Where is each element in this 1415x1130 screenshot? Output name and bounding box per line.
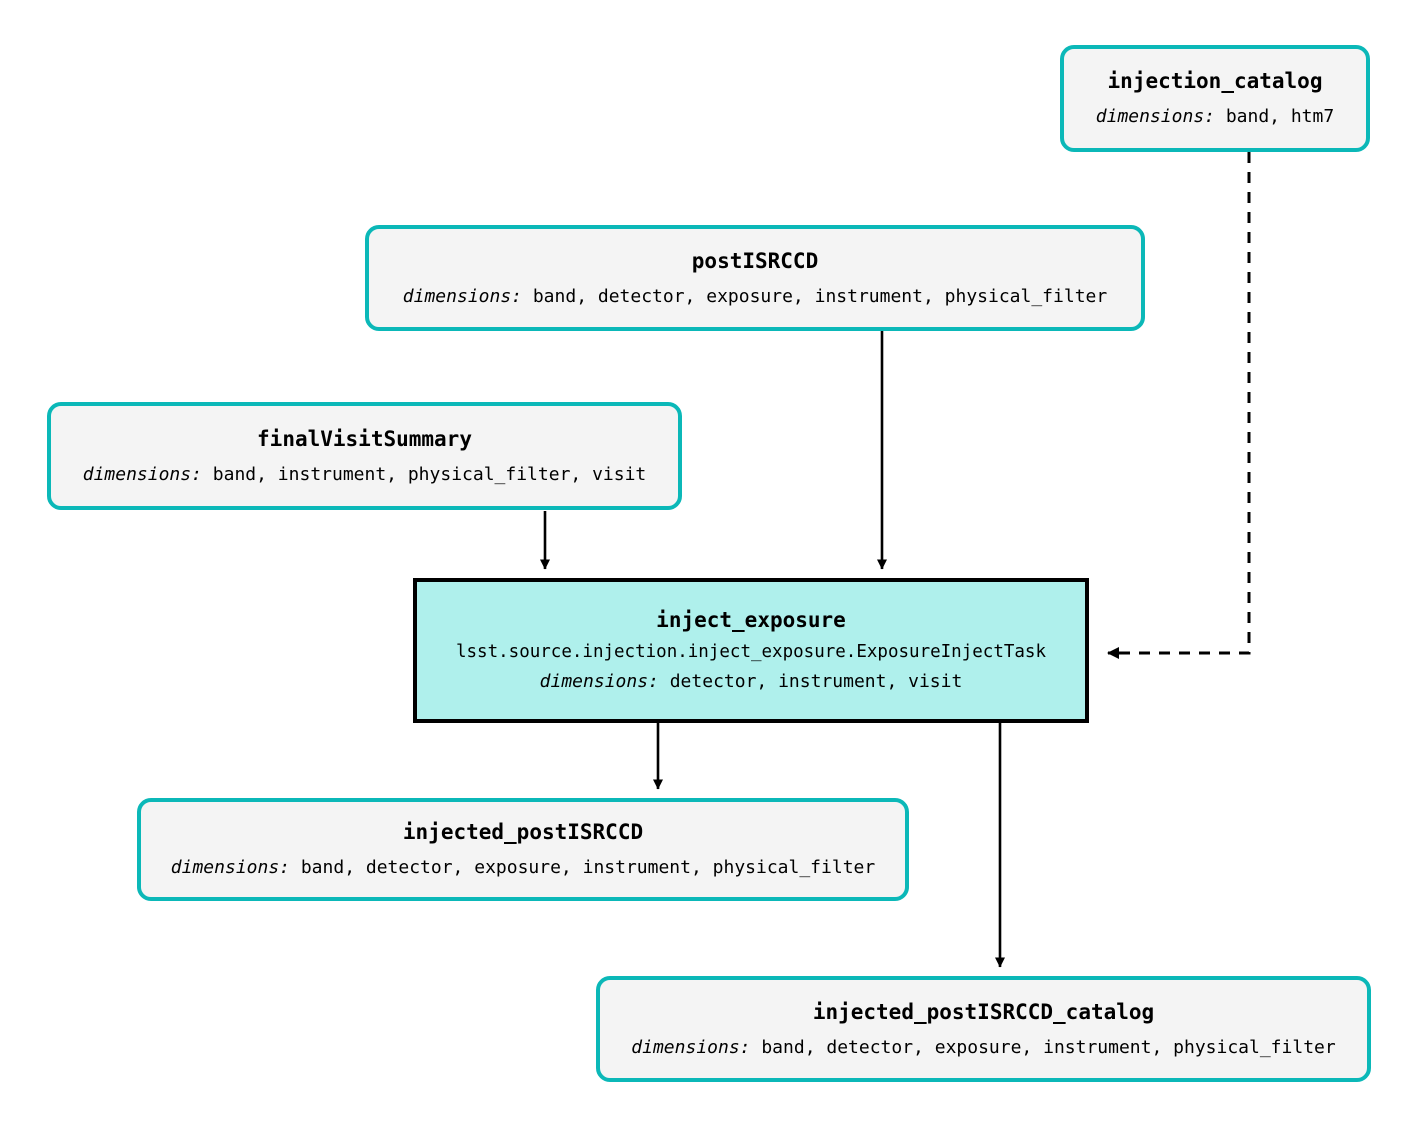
dimensions-label: dimensions:	[170, 857, 301, 879]
node-injected-postisrccd-title: injected_postISRCCD	[402, 820, 644, 845]
node-finalvisitsummary-title: finalVisitSummary	[257, 426, 472, 451]
dimensions-value: band, detector, exposure, instrument, ph…	[532, 285, 1108, 307]
node-injection-catalog[interactable]: injection_catalog dimensions: band, htm7	[1060, 45, 1370, 152]
dimensions-value: band, htm7	[1225, 106, 1335, 128]
dimensions-value: band, detector, exposure, instrument, ph…	[761, 1036, 1336, 1058]
node-injected-postisrccd-catalog-dimensions: dimensions: band, detector, exposure, in…	[631, 1036, 1336, 1059]
node-injected-postisrccd[interactable]: injected_postISRCCD dimensions: band, de…	[137, 798, 909, 901]
node-postisrccd-title: postISRCCD	[691, 248, 819, 273]
node-injection-catalog-dimensions: dimensions: band, htm7	[1095, 106, 1335, 128]
node-injected-postisrccd-catalog[interactable]: injected_postISRCCD_catalog dimensions: …	[596, 976, 1371, 1082]
dimensions-value: band, detector, exposure, instrument, ph…	[300, 857, 876, 879]
dimensions-label: dimensions:	[402, 285, 533, 307]
node-injection-catalog-title: injection_catalog	[1107, 69, 1323, 94]
dimensions-label: dimensions:	[82, 463, 213, 485]
node-injected-postisrccd-catalog-title: injected_postISRCCD_catalog	[812, 999, 1155, 1024]
node-postisrccd-dimensions: dimensions: band, detector, exposure, in…	[402, 285, 1108, 308]
node-finalvisitsummary-dimensions: dimensions: band, instrument, physical_f…	[82, 463, 647, 486]
dimensions-label: dimensions:	[631, 1036, 762, 1058]
node-inject-exposure-dimensions: dimensions: detector, instrument, visit	[539, 671, 963, 693]
node-inject-exposure[interactable]: inject_exposure lsst.source.injection.in…	[413, 578, 1089, 723]
node-finalvisitsummary[interactable]: finalVisitSummary dimensions: band, inst…	[47, 402, 682, 510]
node-postisrccd[interactable]: postISRCCD dimensions: band, detector, e…	[365, 225, 1145, 331]
node-inject-exposure-title: inject_exposure	[656, 608, 846, 633]
dimensions-value: band, instrument, physical_filter, visit	[212, 463, 647, 485]
node-injected-postisrccd-dimensions: dimensions: band, detector, exposure, in…	[170, 857, 876, 879]
dimensions-label: dimensions:	[539, 671, 670, 693]
dimensions-label: dimensions:	[1095, 106, 1226, 128]
node-inject-exposure-class: lsst.source.injection.inject_exposure.Ex…	[455, 642, 1046, 663]
dimensions-value: detector, instrument, visit	[669, 671, 963, 693]
